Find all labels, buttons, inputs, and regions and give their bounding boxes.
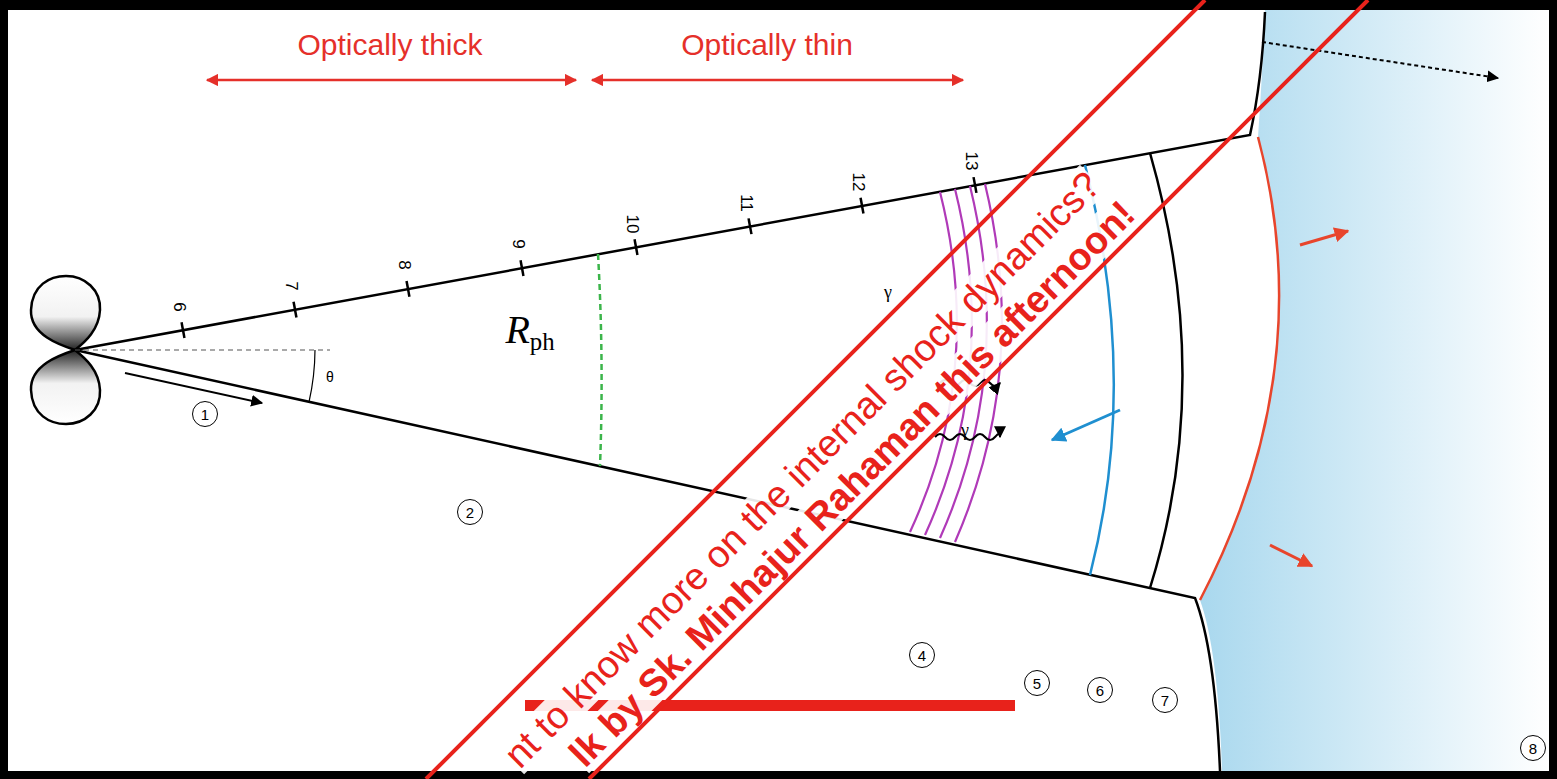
callout-number: 4 (918, 648, 926, 663)
radius-tick-label: 8 (395, 261, 412, 270)
contact-surface (1150, 153, 1183, 588)
callout-circle: 6 (1087, 677, 1113, 703)
photosphere-label: Rph (505, 310, 554, 350)
callout-number: 8 (1529, 741, 1537, 756)
radius-tick-label: 7 (282, 281, 299, 290)
forward-shock (1200, 137, 1279, 600)
shock-arrow (1270, 545, 1312, 566)
tick-mark (182, 322, 185, 338)
lobe (31, 350, 100, 424)
callout-number: 2 (466, 505, 474, 520)
axis-line (75, 349, 330, 350)
radius-tick-label: 12 (849, 173, 866, 192)
shock-arrow (1052, 410, 1120, 440)
photosphere-line (598, 254, 602, 466)
tick-mark (407, 281, 410, 297)
callout-circle: 5 (1024, 670, 1050, 696)
radius-tick-label: 6 (170, 302, 187, 311)
callout-number: 7 (1161, 693, 1169, 708)
tick-mark (974, 177, 977, 193)
banner-line (426, 0, 1205, 779)
radius-tick-label: 10 (623, 214, 640, 233)
range-arrow (592, 79, 963, 82)
tick-mark (521, 260, 524, 276)
region-label: Optically thick (297, 30, 482, 60)
banner-text: lk by Sk. Minhajur Rahaman this afternoo… (562, 194, 1141, 773)
callout-circle: 1 (192, 401, 218, 427)
callout-number: 5 (1033, 676, 1041, 691)
callout-number: 1 (201, 407, 209, 422)
range-arrow (207, 79, 576, 82)
lobe (31, 276, 100, 350)
banner-line (589, 0, 1368, 779)
symbol-letter: R (505, 307, 529, 352)
photon-symbol: γ (961, 421, 969, 439)
tick-mark (861, 198, 864, 214)
angle-symbol: θ (326, 370, 334, 384)
tick-mark (749, 218, 752, 234)
tick-mark (294, 302, 297, 318)
callout-circle: 2 (457, 499, 483, 525)
banner-text: nt to know more on the internal shock dy… (497, 165, 1106, 774)
shock-arrow (1300, 231, 1348, 245)
symbol-subscript: ph (530, 328, 555, 355)
angle-arc (309, 350, 315, 402)
photon-symbol: γ (884, 283, 892, 301)
radius-tick-label: 11 (737, 194, 754, 212)
flow-arrow (125, 373, 262, 403)
panel (8, 10, 1549, 771)
radius-tick-label: 13 (962, 152, 979, 171)
tick-mark (635, 239, 638, 255)
callout-circle: 4 (909, 642, 935, 668)
radius-tick-label: 9 (509, 240, 526, 249)
callout-circle: 7 (1152, 687, 1178, 713)
callout-circle: 8 (1520, 735, 1546, 761)
region-label: Optically thin (681, 30, 853, 60)
callout-number: 6 (1096, 683, 1104, 698)
